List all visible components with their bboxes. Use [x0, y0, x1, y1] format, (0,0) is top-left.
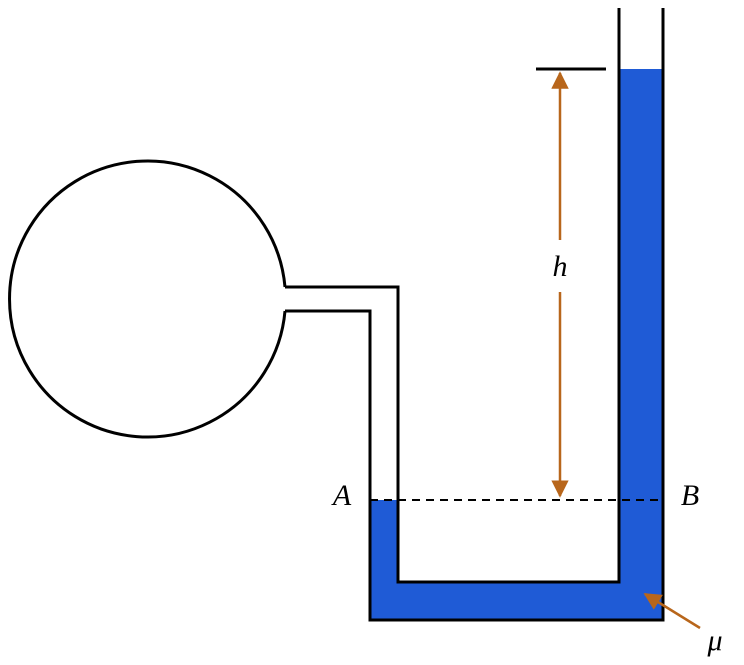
- connecting-tube-inner: [285, 8, 665, 622]
- label-h: h: [553, 250, 568, 283]
- liquid-fill: [370, 69, 663, 620]
- label-mu: μ: [706, 624, 722, 657]
- label-b: B: [681, 479, 699, 512]
- liquid-pointer-arrow: [643, 592, 701, 630]
- connecting-tube: [285, 8, 621, 584]
- gas-bulb: [8, 159, 287, 439]
- label-a: A: [331, 479, 352, 512]
